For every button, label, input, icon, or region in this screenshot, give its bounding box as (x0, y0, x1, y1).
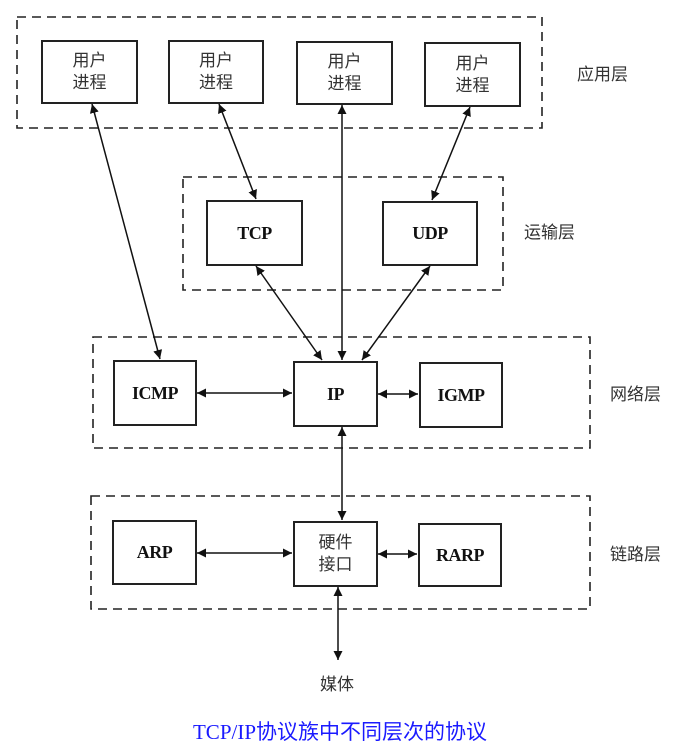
user-process-box-3: 用户 进程 (296, 41, 393, 105)
arrow-udp-ip (361, 265, 431, 361)
igmp-box: IGMP (419, 362, 503, 428)
ip-box: IP (293, 361, 378, 427)
user-process-box-1: 用户 进程 (41, 40, 138, 104)
arrow-user4-udp (431, 106, 471, 201)
application-layer-frame (16, 16, 543, 129)
arp-box: ARP (112, 520, 197, 585)
arrow-user1-icmp (89, 103, 163, 360)
udp-box: UDP (382, 201, 478, 266)
media-label: 媒体 (320, 675, 354, 695)
user-process-box-4: 用户 进程 (424, 42, 521, 107)
figure-caption: TCP/IP协议族中不同层次的协议 (192, 720, 488, 744)
arrow-user2-tcp (218, 103, 257, 200)
link-layer-label: 链路层 (610, 545, 661, 565)
arrow-tcp-ip (255, 265, 323, 361)
user-process-box-2: 用户 进程 (168, 40, 264, 104)
icmp-box: ICMP (113, 360, 197, 426)
hardware-interface-box: 硬件 接口 (293, 521, 378, 587)
tcp-box: TCP (206, 200, 303, 266)
application-layer-label: 应用层 (577, 65, 628, 85)
network-layer-label: 网络层 (610, 385, 661, 405)
transport-layer-label: 运输层 (524, 223, 575, 243)
rarp-box: RARP (418, 523, 502, 587)
